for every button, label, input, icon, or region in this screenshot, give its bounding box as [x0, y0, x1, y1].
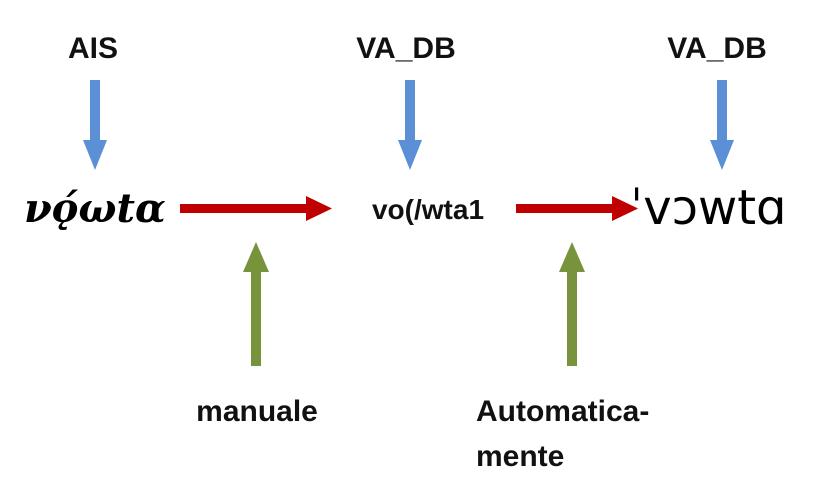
- label-va-db-1: VA_DB: [356, 32, 455, 65]
- betacode-transcription: vo(/wta1: [372, 194, 484, 225]
- label-ais: AIS: [68, 32, 118, 65]
- ais-transcription: νǫ́ωtα: [24, 185, 166, 232]
- arrow-down-va-db-1: [398, 80, 422, 170]
- arrow-betacode-to-ipa: [516, 196, 638, 221]
- label-manual: manuale: [196, 395, 318, 428]
- arrow-up-automatic: [559, 242, 585, 366]
- arrow-down-ais: [83, 80, 107, 170]
- label-automatic-line1: Automatica-: [476, 395, 649, 428]
- arrow-up-manual: [243, 242, 269, 366]
- label-va-db-2: VA_DB: [667, 32, 766, 65]
- label-automatic-line2: mente: [476, 440, 564, 473]
- arrow-down-va-db-2: [710, 80, 734, 170]
- ipa-transcription: ˈvɔwtɑ: [630, 180, 787, 236]
- arrow-ais-to-betacode: [180, 196, 332, 221]
